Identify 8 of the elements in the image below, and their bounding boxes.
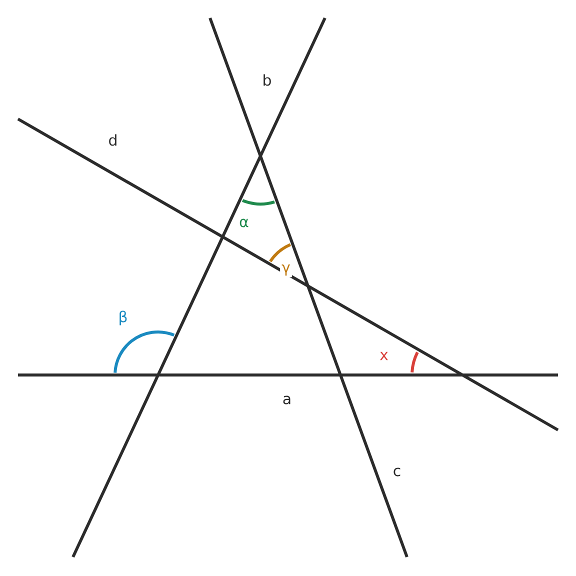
line-label: c <box>391 466 403 478</box>
angle-label: x <box>378 350 390 362</box>
angle-label: β <box>116 309 130 327</box>
line-label: b <box>260 72 274 88</box>
angle-label: α <box>238 217 250 229</box>
angle-label: γ <box>280 262 292 278</box>
line-label: d <box>106 132 120 148</box>
line-label: a <box>280 394 294 406</box>
